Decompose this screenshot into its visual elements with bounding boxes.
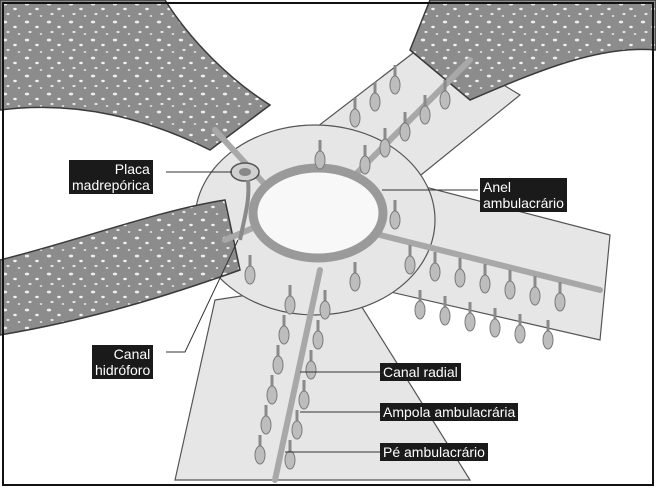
label-tube-foot: Pé ambulacrário — [380, 443, 488, 461]
label-ring-canal: Anel ambulacrário — [480, 178, 567, 212]
label-madreporic-plate: Placa madrepórica — [69, 160, 153, 194]
label-ampulla: Ampola ambulacrária — [380, 403, 518, 421]
label-radial-canal: Canal radial — [380, 363, 461, 381]
label-stone-canal: Canal hidróforo — [92, 345, 153, 379]
